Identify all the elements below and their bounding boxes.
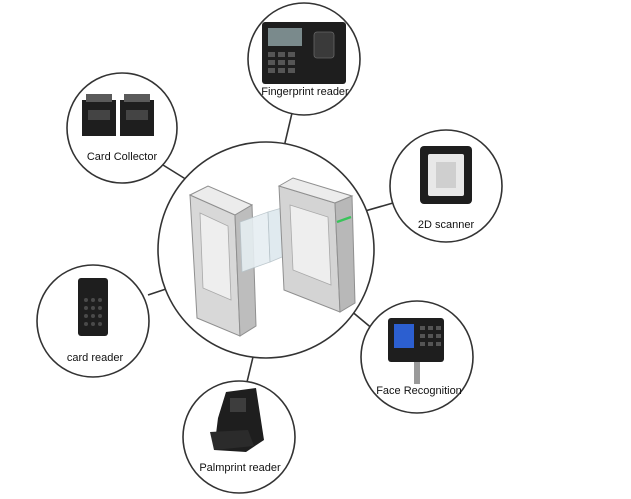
device-card-collector — [66, 72, 178, 184]
label-scanner: 2D scanner — [417, 219, 475, 231]
connector-lines — [147, 112, 394, 383]
fingerprint-terminal-icon — [262, 22, 346, 84]
face-recognition-terminal-icon — [388, 318, 444, 384]
label-fingerprint: Fingerprint reader — [261, 86, 349, 98]
label-card-collector: Card Collector — [86, 151, 158, 163]
palmprint-reader-icon — [210, 388, 264, 452]
device-face — [360, 300, 474, 414]
label-face: Face Recognition — [376, 385, 462, 397]
device-palmprint — [182, 380, 296, 494]
connector-palmprint — [246, 356, 254, 383]
connector-fingerprint — [283, 112, 293, 148]
center-node — [157, 141, 375, 359]
qr-scanner-icon — [420, 146, 472, 204]
swing-turnstile-gate-icon — [188, 177, 356, 337]
device-card-reader — [36, 264, 150, 378]
label-card-reader: card reader — [66, 352, 124, 364]
card-collector-icon — [82, 94, 154, 136]
device-scanner — [389, 129, 503, 243]
device-fingerprint — [247, 2, 361, 116]
gate-indicator-light — [336, 215, 352, 224]
label-palmprint: Palmprint reader — [199, 462, 281, 474]
card-reader-keypad-icon — [78, 278, 108, 336]
